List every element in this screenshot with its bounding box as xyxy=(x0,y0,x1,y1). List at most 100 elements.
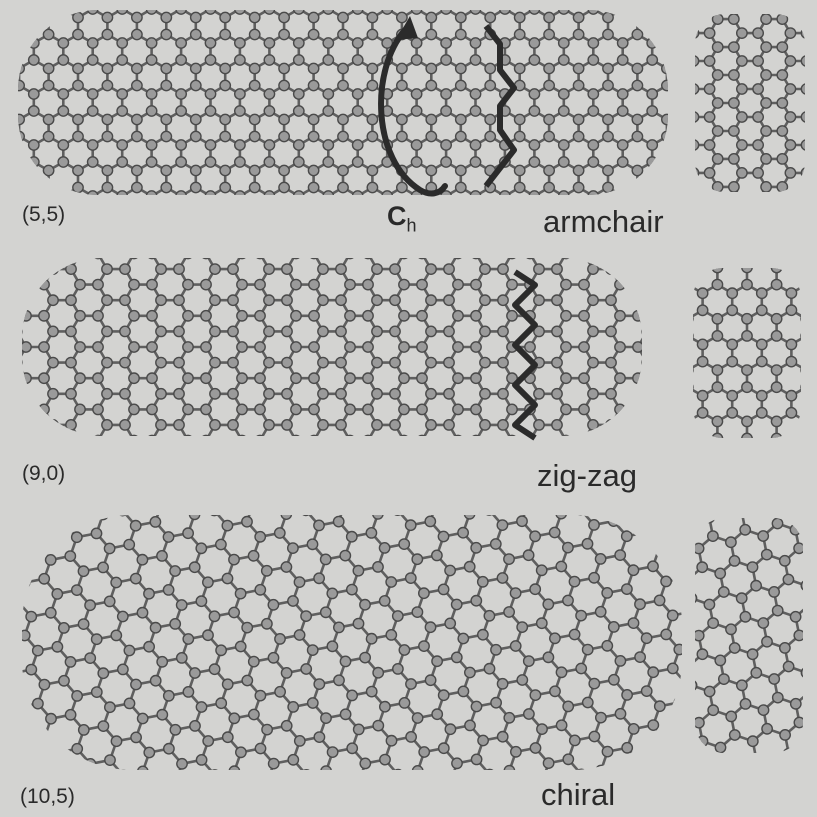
carbon-atom xyxy=(281,509,291,519)
carbon-atom xyxy=(544,29,554,39)
zigzag-nanotube xyxy=(0,217,679,477)
carbon-atom xyxy=(480,295,490,305)
carbon-atom xyxy=(550,686,560,696)
carbon-atom xyxy=(321,713,331,723)
carbon-atom xyxy=(713,126,723,136)
carbon-atom xyxy=(43,29,53,39)
carbon-atom xyxy=(235,157,245,167)
carbon-atom xyxy=(642,451,652,461)
carbon-atom xyxy=(340,498,350,508)
carbon-atom xyxy=(132,131,142,141)
carbon-atom xyxy=(426,233,436,243)
carbon-atom xyxy=(125,804,135,812)
carbon-atom xyxy=(157,710,167,720)
carbon-atom xyxy=(250,131,260,141)
carbon-atom xyxy=(791,786,801,796)
carbon-atom xyxy=(683,433,693,443)
carbon-atom xyxy=(413,766,423,776)
carbon-atom xyxy=(441,38,451,48)
carbon-atom xyxy=(279,12,289,22)
carbon-atom xyxy=(12,357,22,367)
carbon-atom xyxy=(411,55,421,65)
carbon-atom xyxy=(237,217,247,227)
carbon-atom xyxy=(13,755,23,765)
carbon-atom xyxy=(250,216,260,226)
carbon-atom xyxy=(372,233,382,243)
carbon-atom xyxy=(255,248,265,258)
carbon-atom xyxy=(308,29,318,39)
carbon-atom xyxy=(573,80,583,90)
carbon-atom xyxy=(340,550,350,560)
carbon-atom xyxy=(183,248,193,258)
carbon-atom xyxy=(635,493,645,503)
carbon-atom xyxy=(676,89,686,99)
carbon-atom xyxy=(664,182,674,192)
carbon-atom xyxy=(288,702,298,712)
carbon-atom xyxy=(676,624,686,634)
carbon-atom xyxy=(606,389,616,399)
carbon-atom xyxy=(456,29,466,39)
carbon-atom xyxy=(785,28,795,38)
carbon-atom xyxy=(345,404,355,414)
carbon-atom xyxy=(117,191,127,201)
carbon-atom xyxy=(334,675,344,685)
carbon-atom xyxy=(93,435,103,445)
carbon-atom xyxy=(701,780,711,790)
carbon-atom xyxy=(26,770,36,780)
carbon-atom xyxy=(191,80,201,90)
carbon-atom xyxy=(618,38,628,48)
carbon-atom xyxy=(12,295,22,305)
carbon-atom xyxy=(622,531,632,541)
carbon-atom xyxy=(618,4,628,14)
carbon-atom xyxy=(366,634,376,644)
carbon-atom xyxy=(156,326,166,336)
carbon-atom xyxy=(417,435,427,445)
carbon-atom xyxy=(439,690,449,700)
carbon-atom xyxy=(307,539,317,549)
carbon-atom xyxy=(6,509,16,519)
carbon-atom xyxy=(176,140,186,150)
carbon-atom xyxy=(777,42,787,52)
carbon-atom xyxy=(73,63,83,73)
carbon-atom xyxy=(102,80,112,90)
carbon-atom xyxy=(470,89,480,99)
carbon-atom xyxy=(392,505,402,515)
carbon-atom xyxy=(146,106,156,116)
carbon-atom xyxy=(688,140,698,150)
carbon-atom xyxy=(397,182,407,192)
carbon-atom xyxy=(419,482,429,492)
carbon-atom xyxy=(399,467,409,477)
carbon-atom xyxy=(680,182,690,192)
carbon-atom xyxy=(742,262,752,272)
carbon-atom xyxy=(812,549,817,559)
carbon-atom xyxy=(205,106,215,116)
carbon-atom xyxy=(664,14,674,24)
carbon-atom xyxy=(713,182,723,192)
carbon-atom xyxy=(191,165,201,175)
carbon-atom xyxy=(688,28,698,38)
carbon-atom xyxy=(648,667,658,677)
carbon-atom xyxy=(129,373,139,383)
carbon-atom xyxy=(176,494,186,504)
carbon-atom xyxy=(801,365,811,375)
carbon-atom xyxy=(190,721,200,731)
carbon-atom xyxy=(480,264,490,274)
carbon-atom xyxy=(561,248,571,258)
carbon-atom xyxy=(633,373,643,383)
carbon-atom xyxy=(294,471,304,481)
carbon-atom xyxy=(465,720,475,730)
carbon-atom xyxy=(308,165,318,175)
carbon-atom xyxy=(366,528,376,538)
carbon-atom xyxy=(697,254,707,264)
carbon-atom xyxy=(517,622,527,632)
carbon-atom xyxy=(21,279,31,289)
carbon-atom xyxy=(622,743,632,753)
carbon-atom xyxy=(470,140,480,150)
carbon-atom xyxy=(334,516,344,526)
carbon-atom xyxy=(570,735,580,745)
carbon-atom xyxy=(742,365,752,375)
carbon-atom xyxy=(654,686,664,696)
carbon-atom xyxy=(757,442,767,452)
carbon-atom xyxy=(751,581,761,591)
carbon-atom xyxy=(58,140,68,150)
